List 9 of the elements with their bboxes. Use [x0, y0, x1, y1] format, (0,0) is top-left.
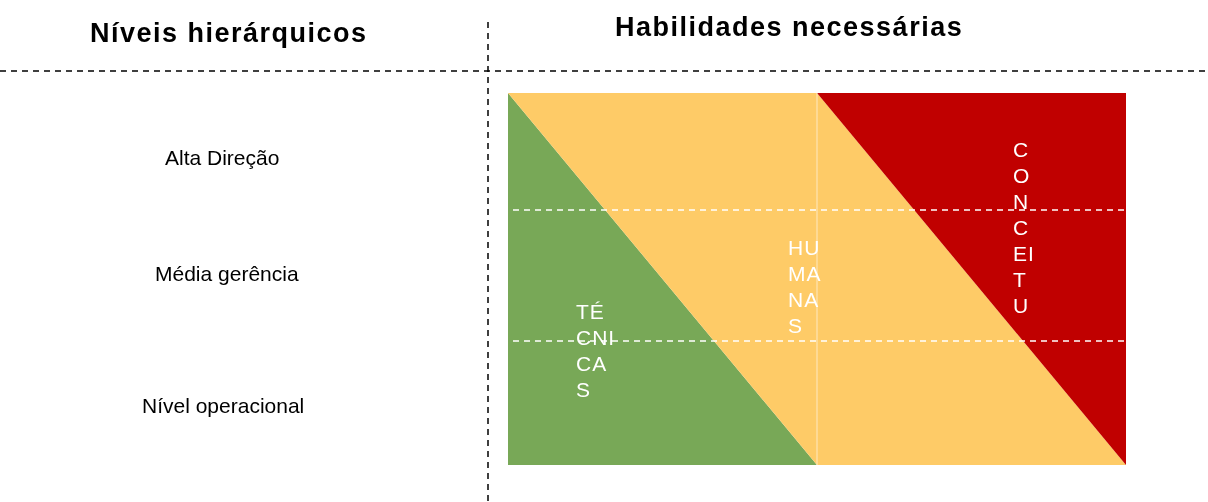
column-heading: Habilidades necessárias: [615, 12, 964, 43]
level-label: Nível operacional: [142, 394, 305, 418]
column-heading: Níveis hierárquicos: [90, 18, 368, 49]
level-label: Alta Direção: [165, 146, 280, 170]
skill-label: TÉCNICAS: [576, 299, 616, 403]
skill-band: [508, 93, 1126, 465]
skill-label: CONCEITU: [1013, 137, 1036, 319]
level-label: Média gerência: [155, 262, 299, 286]
skill-label: HUMANAS: [788, 235, 823, 339]
